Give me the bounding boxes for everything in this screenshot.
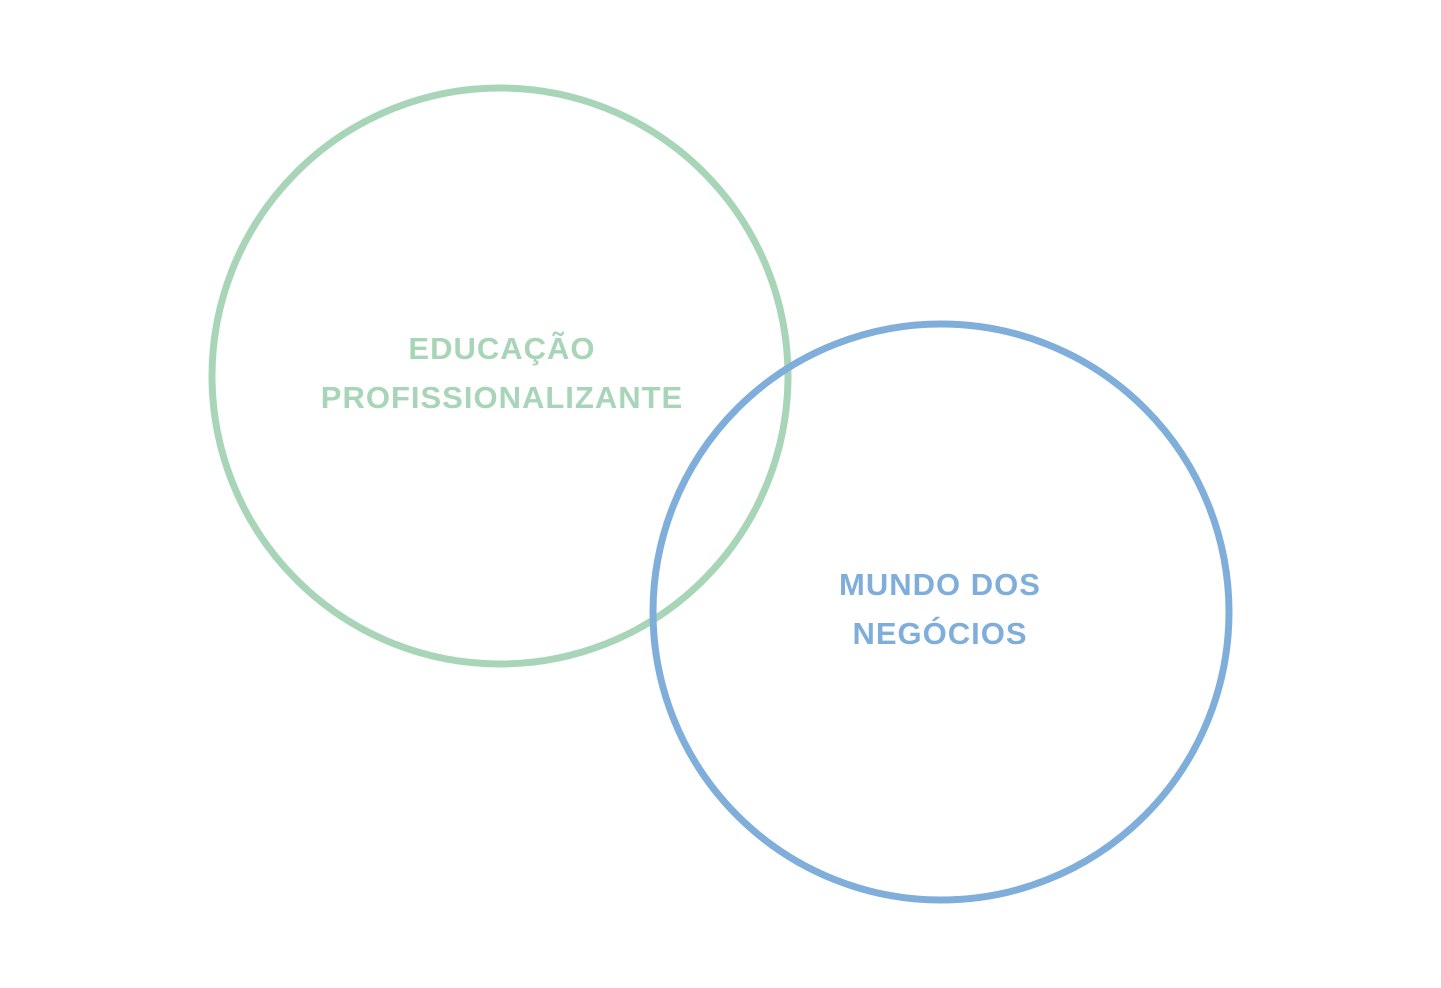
- business-label-line-2: NEGÓCIOS: [852, 616, 1028, 651]
- education-label: EDUCAÇÃO PROFISSIONALIZANTE: [321, 324, 683, 422]
- business-circle: [649, 320, 1233, 904]
- business-label-line-1: MUNDO DOS: [839, 567, 1041, 602]
- business-label: MUNDO DOS NEGÓCIOS: [839, 560, 1041, 658]
- education-label-line-2: PROFISSIONALIZANTE: [320, 380, 684, 415]
- education-circle: [208, 84, 792, 668]
- education-label-line-1: EDUCAÇÃO: [408, 331, 596, 366]
